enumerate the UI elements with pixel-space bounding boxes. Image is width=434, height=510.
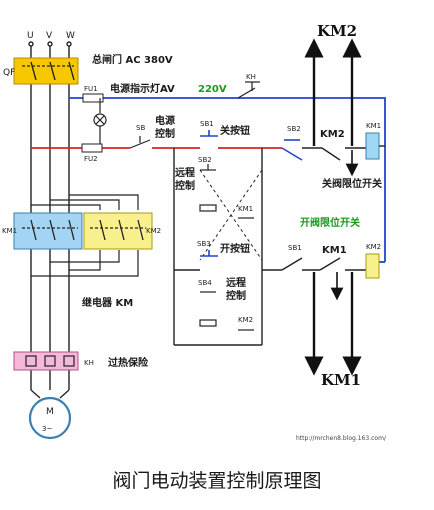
sb2-top-switch — [281, 139, 303, 161]
close-limit-label: 关阀限位开关 — [322, 177, 382, 190]
sb2-mid-label: SB2 — [198, 156, 212, 164]
qf-label: QF — [3, 68, 15, 78]
open-limit-label: 开阀限位开关 — [300, 216, 360, 229]
sb3-label: SB3 — [197, 240, 211, 248]
fu1-label: FU1 — [84, 85, 98, 93]
km2-left-label: KM2 — [146, 227, 161, 235]
power-control-label-2: 控制 — [155, 127, 175, 140]
qf-breaker-contacts — [30, 61, 75, 81]
km1-big-label: KM1 — [321, 371, 361, 389]
phase-v-label: V — [46, 31, 53, 41]
km1-direction-arrows — [304, 272, 362, 376]
km2-big-label: KM2 — [317, 22, 357, 40]
open-branch-wire — [262, 257, 366, 271]
relay-contacts — [30, 219, 144, 241]
kh-left-label: KH — [84, 359, 94, 367]
sb3-open-button — [200, 250, 218, 257]
remote2-label-1: 远程 — [226, 276, 246, 289]
kh-top-label: KH — [246, 73, 256, 81]
source-url: http://mrchen8.blog.163.com/ — [296, 435, 387, 442]
km1-mid-label: KM1 — [238, 205, 253, 213]
km2-direction-arrows — [304, 38, 362, 146]
sb1-mid-label: SB1 — [288, 244, 302, 252]
power-lamp-label: 电源指示灯AV — [110, 82, 175, 95]
motor-m-label: M — [46, 407, 54, 417]
km2-coil-mid-label: KM2 — [366, 243, 381, 251]
motor-circle — [28, 396, 72, 440]
diagram-caption: 阀门电动装置控制原理图 — [112, 470, 322, 492]
remote2-contacts — [199, 291, 254, 331]
open-button-label: 开按钮 — [220, 242, 250, 255]
voltage-label: 220V — [198, 84, 227, 95]
motor-leads — [30, 389, 70, 399]
fu1-fuse — [82, 93, 104, 103]
control-left-bus — [173, 148, 263, 346]
km2-contact-top-label: KM2 — [320, 129, 345, 140]
overheat-label: 过热保险 — [108, 356, 149, 369]
km2-low-label: KM2 — [238, 316, 253, 324]
fu2-fuse — [81, 143, 103, 153]
main-switch-label: 总闸门 AC 380V — [92, 53, 173, 66]
sb1-close-button — [200, 130, 218, 137]
remote1-contacts — [199, 164, 254, 219]
sb-power-label: SB — [136, 124, 145, 132]
sb4-label: SB4 — [198, 279, 212, 287]
kh-top-contact — [237, 81, 260, 99]
sb1-top-label: SB1 — [200, 120, 214, 128]
kh-overheat-box — [13, 351, 79, 371]
motor-3-label: 3~ — [42, 425, 52, 433]
qf-breaker-box — [13, 57, 79, 85]
fu2-label: FU2 — [84, 155, 98, 163]
km1-contact-mid-label: KM1 — [322, 245, 347, 256]
interlock-dashes — [199, 169, 263, 261]
km2-relay-box — [83, 212, 153, 250]
sb2-top-label: SB2 — [287, 125, 301, 133]
km2-coil-mid — [365, 253, 380, 279]
remote2-label-2: 控制 — [226, 289, 246, 302]
km1-left-label: KM1 — [2, 227, 17, 235]
km1-coil-top-label: KM1 — [366, 122, 381, 130]
lamp-branch — [93, 98, 107, 146]
close-button-label: 关按钮 — [220, 124, 250, 137]
phase-u-label: U — [27, 31, 34, 41]
power-control-label-1: 电源 — [155, 114, 175, 127]
relay-label: 继电器 KM — [82, 296, 133, 309]
relay-crosswires — [31, 194, 139, 277]
remote1-label-2: 控制 — [175, 179, 195, 192]
km1-relay-box — [13, 212, 83, 250]
remote1-label-1: 远程 — [175, 166, 195, 179]
sb-power-switch — [129, 136, 151, 149]
close-branch-wire — [302, 147, 366, 161]
kh-overheat-elements — [25, 355, 75, 367]
km1-coil-top — [365, 132, 380, 160]
phase-w-label: W — [66, 31, 75, 41]
